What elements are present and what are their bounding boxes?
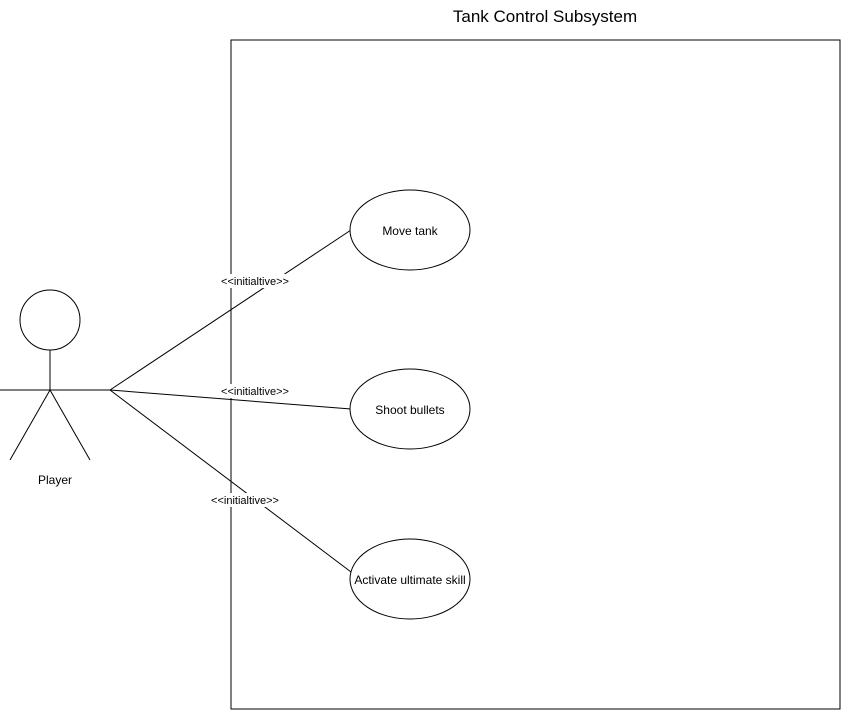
association-line-move-tank <box>109 229 352 391</box>
use-case-shoot-bullets[interactable]: Shoot bullets <box>349 368 471 450</box>
association-stereotype-1: <<initialtive>> <box>221 276 289 288</box>
use-case-label: Move tank <box>382 224 438 238</box>
system-boundary <box>230 39 841 710</box>
actor-left-leg <box>9 389 51 461</box>
actor-head <box>19 289 81 351</box>
association-line-activate-ultimate-skill <box>109 389 356 576</box>
actor-name: Player <box>38 473 72 487</box>
use-case-activate-ultimate-skill[interactable]: Activate ultimate skill <box>349 538 471 620</box>
use-case-label: Activate ultimate skill <box>354 573 465 587</box>
actor-right-leg <box>49 389 91 461</box>
use-case-label: Shoot bullets <box>375 403 444 417</box>
actor-player[interactable]: Player <box>0 289 110 487</box>
use-case-move-tank[interactable]: Move tank <box>349 189 471 271</box>
association-stereotype-2: <<initialtive>> <box>221 386 289 398</box>
association-line-shoot-bullets <box>109 389 352 410</box>
system-title: Tank Control Subsystem <box>453 7 637 26</box>
association-stereotype-3: <<initialtive>> <box>211 495 279 507</box>
